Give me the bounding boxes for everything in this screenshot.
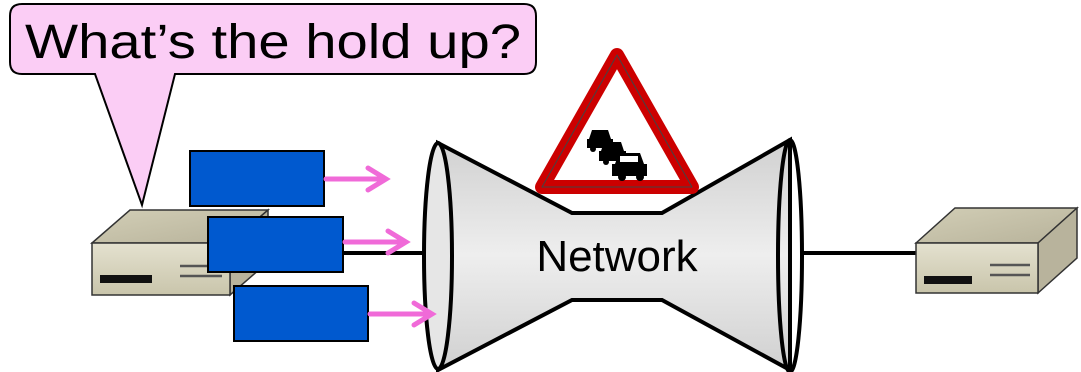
network-label: Network [536, 232, 698, 281]
callout-text: What’s the hold up? [25, 16, 521, 69]
receiver-device [914, 206, 1079, 295]
packet [189, 150, 325, 207]
traffic-jam-warning-icon [535, 48, 699, 194]
packet [233, 285, 369, 342]
network-cloud: Network [422, 136, 804, 372]
speech-bubble-callout: What’s the hold up? [9, 3, 537, 209]
packet-arrow [367, 300, 437, 328]
packet-arrow [342, 228, 411, 256]
packet-arrow [323, 165, 391, 193]
packet [207, 216, 344, 273]
